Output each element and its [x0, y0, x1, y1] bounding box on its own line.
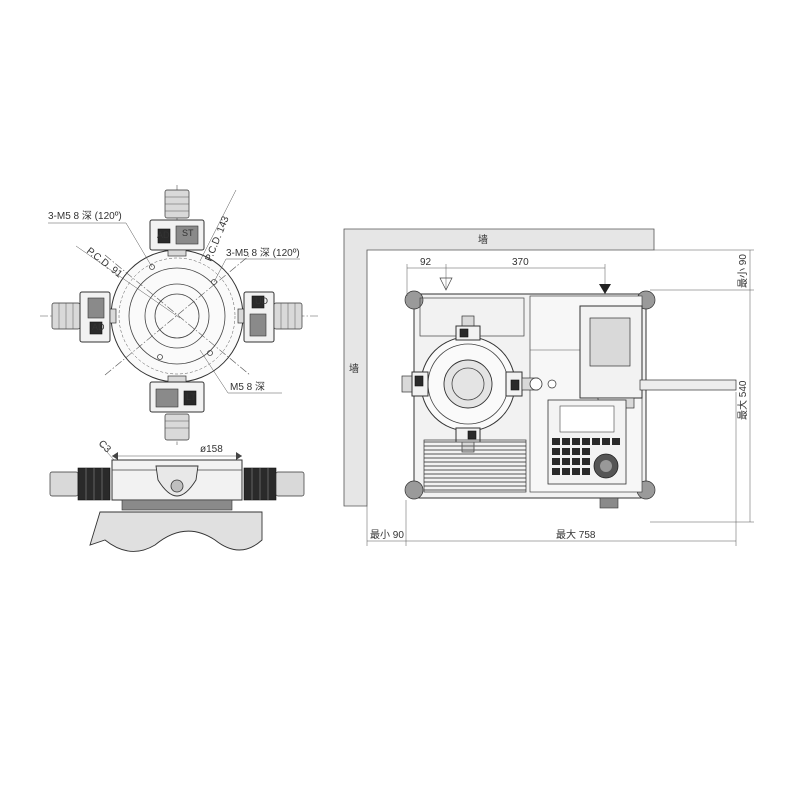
wall-top-label: 墙	[478, 233, 488, 246]
left-top-view: AD ST AD UD LT 3-M5 8 深 (120º) P.C.D. 14…	[40, 185, 320, 445]
diameter-158-label: ø158	[200, 444, 223, 455]
head-label: AD	[92, 322, 105, 332]
screw-hole	[207, 350, 213, 356]
wall	[343, 228, 655, 507]
micrometer-head-left	[51, 291, 117, 343]
min-90-bottom-label: 最小 90	[370, 529, 404, 541]
vent-grille	[423, 439, 527, 493]
head-label: LT	[186, 392, 196, 402]
left-side-view: ø158 C3	[49, 438, 305, 552]
micrometer-head-right	[237, 291, 303, 343]
mount-base	[89, 511, 263, 552]
screw-hole	[157, 354, 163, 360]
right-layout-view: 墙 墙	[343, 228, 754, 546]
head-label: ST	[182, 228, 194, 238]
dim-370-label: 370	[512, 257, 529, 268]
note-3m5-top: 3-M5 8 深 (120º)	[48, 210, 122, 222]
micrometer-head-bottom	[149, 375, 205, 441]
screw-hole	[149, 264, 155, 270]
wall-left-label: 墙	[349, 362, 359, 375]
micrometer-head-top	[149, 189, 205, 257]
note-m5-bottom: M5 8 深	[230, 381, 265, 393]
screw-hole	[211, 279, 217, 285]
dim-92-label: 92	[420, 257, 432, 268]
head-label: UD	[255, 296, 268, 306]
head-label: AD	[157, 230, 170, 240]
note-3m5-right: 3-M5 8 深 (120º)	[226, 247, 300, 259]
max-540-label: 最大 540	[736, 380, 749, 420]
max-758-label: 最大 758	[556, 528, 596, 541]
chamfer-c3-label: C3	[96, 438, 113, 455]
min-90-right-label: 最小 90	[737, 254, 749, 288]
